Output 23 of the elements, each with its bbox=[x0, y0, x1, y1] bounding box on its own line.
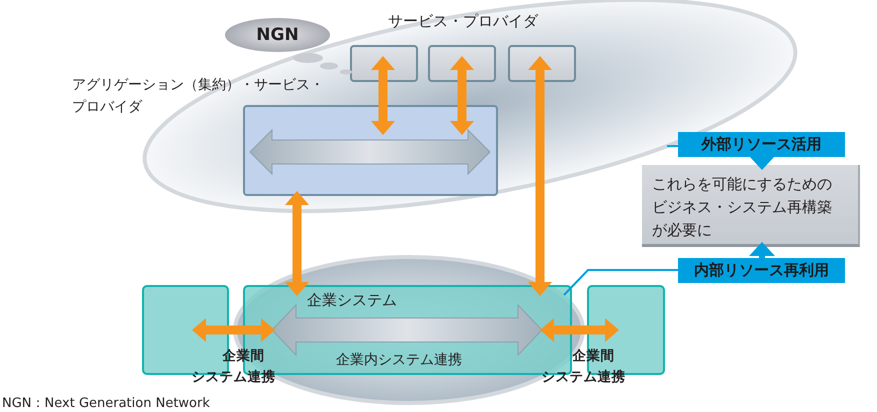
arrow-label: 企業内システム連携 bbox=[336, 351, 462, 369]
box-label: NGN bbox=[255, 24, 300, 47]
arrow bbox=[450, 56, 474, 135]
caption: NGN：Next Generation Network bbox=[2, 395, 210, 412]
note-box bbox=[642, 165, 860, 247]
group-label: サービス・プロバイダ bbox=[388, 12, 538, 31]
group-label: アグリゲーション（集約）・サービス・プロバイダ bbox=[72, 76, 325, 117]
arrow bbox=[285, 191, 309, 296]
arrow bbox=[749, 242, 775, 258]
cloud-label bbox=[225, 18, 330, 52]
arrow bbox=[528, 56, 552, 296]
heading-text: 外部リソース活用 bbox=[700, 134, 822, 155]
leader-line bbox=[563, 269, 678, 296]
box-label: 企業システム bbox=[307, 291, 397, 310]
arrow bbox=[749, 156, 775, 170]
heading-box bbox=[678, 258, 845, 283]
arrow bbox=[371, 56, 395, 135]
arrow bbox=[192, 318, 275, 342]
heading-text: 内部リソース再利用 bbox=[693, 260, 830, 281]
heading-box bbox=[678, 132, 845, 157]
leader-line bbox=[667, 145, 678, 148]
arrow bbox=[540, 318, 619, 342]
note-text: これらを可能にするためのビジネス・システム再構築が必要に bbox=[651, 174, 833, 241]
